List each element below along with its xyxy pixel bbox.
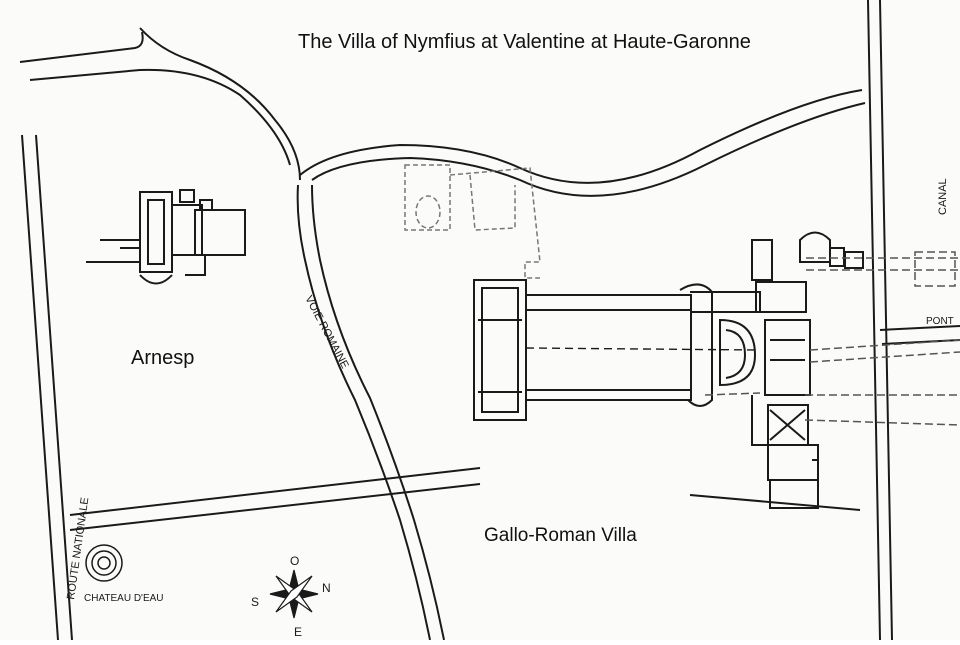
map-title: The Villa of Nymfius at Valentine at Hau… — [298, 31, 751, 53]
compass-north-label: N — [322, 581, 331, 595]
gallo-roman-villa-label: Gallo-Roman Villa — [484, 525, 637, 546]
dashed-channels — [704, 251, 960, 426]
villa-complex — [473, 231, 864, 509]
compass-west-label: O — [290, 554, 299, 568]
compass-east-label: E — [294, 625, 302, 639]
arnesp-building — [86, 189, 246, 285]
route-nationale-label: ROUTE NATIONALE — [65, 497, 91, 601]
compass-rose — [269, 569, 319, 619]
compass-south-label: S — [251, 595, 259, 609]
road-network — [19, 0, 960, 641]
arnesp-label: Arnesp — [131, 347, 195, 369]
excavation-outline — [404, 164, 541, 279]
chateau-deau-label: CHATEAU D'EAU — [84, 593, 164, 604]
voie-romaine-label: VOIE ROMAINE — [302, 294, 350, 371]
chateau-deau-symbol — [85, 544, 123, 582]
canal-label: CANAL — [937, 178, 949, 215]
pont-label: PONT — [926, 316, 954, 327]
